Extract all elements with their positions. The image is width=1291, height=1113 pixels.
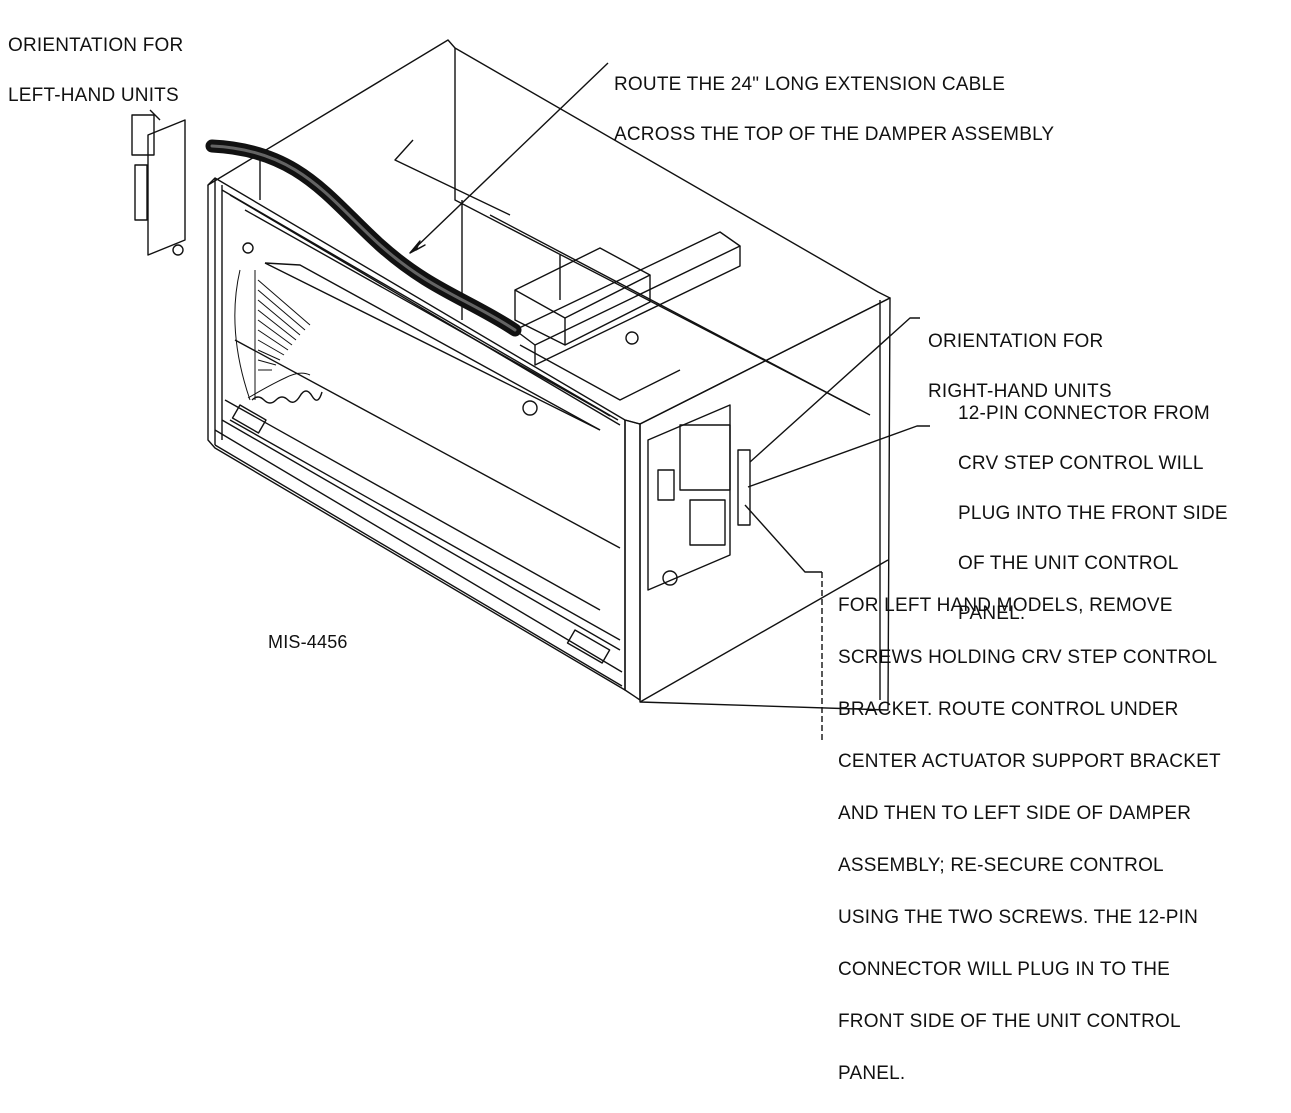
left-hand-control-board — [131, 109, 186, 256]
damper-actuator — [514, 247, 651, 319]
right-leader-1 — [749, 317, 920, 463]
right-end-panel — [624, 419, 641, 701]
left-hand-models-note: FOR LEFT HAND MODELS, REMOVE SCREWS HOLD… — [838, 595, 1221, 1084]
cable-route-label: ROUTE THE 24" LONG EXTENSION CABLE ACROS… — [614, 74, 1055, 145]
left-hand-leader — [744, 504, 822, 573]
damper-blade-fan — [234, 269, 311, 401]
connector-note-label: 12-PIN CONNECTOR FROM CRV STEP CONTROL W… — [958, 403, 1228, 624]
drawing-code: MIS-4456 — [268, 632, 348, 652]
right-hand-control-board — [647, 404, 751, 591]
baffle-wave — [251, 390, 323, 404]
extension-cable — [205, 139, 522, 337]
left-orientation-label: ORIENTATION FOR LEFT-HAND UNITS — [8, 35, 184, 106]
damper-assembly-drawing — [131, 39, 930, 740]
right-orientation-label: ORIENTATION FOR RIGHT-HAND UNITS — [928, 331, 1112, 402]
cable-leader — [409, 62, 609, 254]
right-leader-2 — [747, 425, 930, 488]
